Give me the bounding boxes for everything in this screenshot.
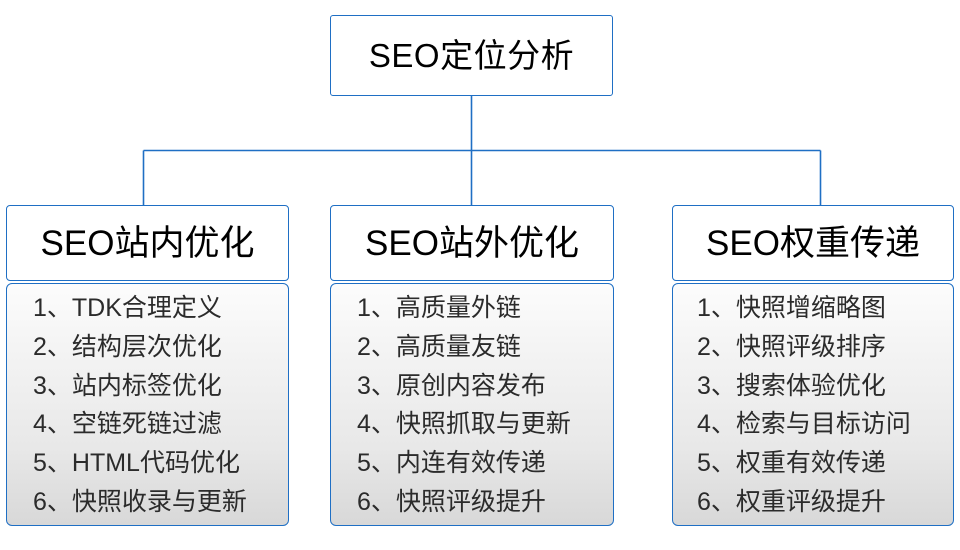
list-item: 6、快照评级提升: [357, 487, 546, 516]
list-item: 4、空链死链过滤: [33, 410, 222, 439]
list-item: 3、站内标签优化: [33, 371, 222, 400]
list-item: 6、快照收录与更新: [33, 487, 247, 516]
branch-2-title: SEO站外优化: [365, 223, 579, 263]
list-item: 4、检索与目标访问: [697, 410, 911, 439]
list-item: 1、TDK合理定义: [33, 294, 222, 322]
branch-column-2: SEO站外优化 1、高质量外链 2、高质量友链 3、原创内容发布 4、快照抓取与…: [330, 205, 614, 526]
list-item: 5、内连有效传递: [357, 449, 546, 478]
branch-column-1: SEO站内优化 1、TDK合理定义 2、结构层次优化 3、站内标签优化 4、空链…: [6, 205, 289, 526]
root-node-title: SEO定位分析: [368, 37, 575, 74]
list-item: 3、原创内容发布: [357, 371, 546, 400]
list-item: 2、结构层次优化: [33, 332, 222, 361]
root-node[interactable]: SEO定位分析: [330, 15, 613, 96]
branch-column-3: SEO权重传递 1、快照增缩略图 2、快照评级排序 3、搜索体验优化 4、检索与…: [672, 205, 954, 526]
branch-3-title: SEO权重传递: [706, 223, 920, 263]
list-item: 1、快照增缩略图: [697, 294, 886, 322]
branch-2-header[interactable]: SEO站外优化: [330, 205, 614, 281]
branch-3-list: 1、快照增缩略图 2、快照评级排序 3、搜索体验优化 4、检索与目标访问 5、权…: [672, 283, 954, 526]
list-item: 5、权重有效传递: [697, 449, 886, 478]
list-item: 4、快照抓取与更新: [357, 410, 571, 439]
list-item: 5、HTML代码优化: [33, 449, 240, 478]
list-item: 2、高质量友链: [357, 332, 521, 361]
list-item: 6、权重评级提升: [697, 487, 886, 516]
branch-3-header[interactable]: SEO权重传递: [672, 205, 954, 281]
list-item: 2、快照评级排序: [697, 332, 886, 361]
branch-2-list: 1、高质量外链 2、高质量友链 3、原创内容发布 4、快照抓取与更新 5、内连有…: [330, 283, 614, 526]
list-item: 3、搜索体验优化: [697, 371, 886, 400]
list-item: 1、高质量外链: [357, 294, 521, 322]
branch-1-header[interactable]: SEO站内优化: [6, 205, 289, 281]
branch-1-list: 1、TDK合理定义 2、结构层次优化 3、站内标签优化 4、空链死链过滤 5、H…: [6, 283, 289, 526]
branch-1-title: SEO站内优化: [40, 223, 255, 263]
